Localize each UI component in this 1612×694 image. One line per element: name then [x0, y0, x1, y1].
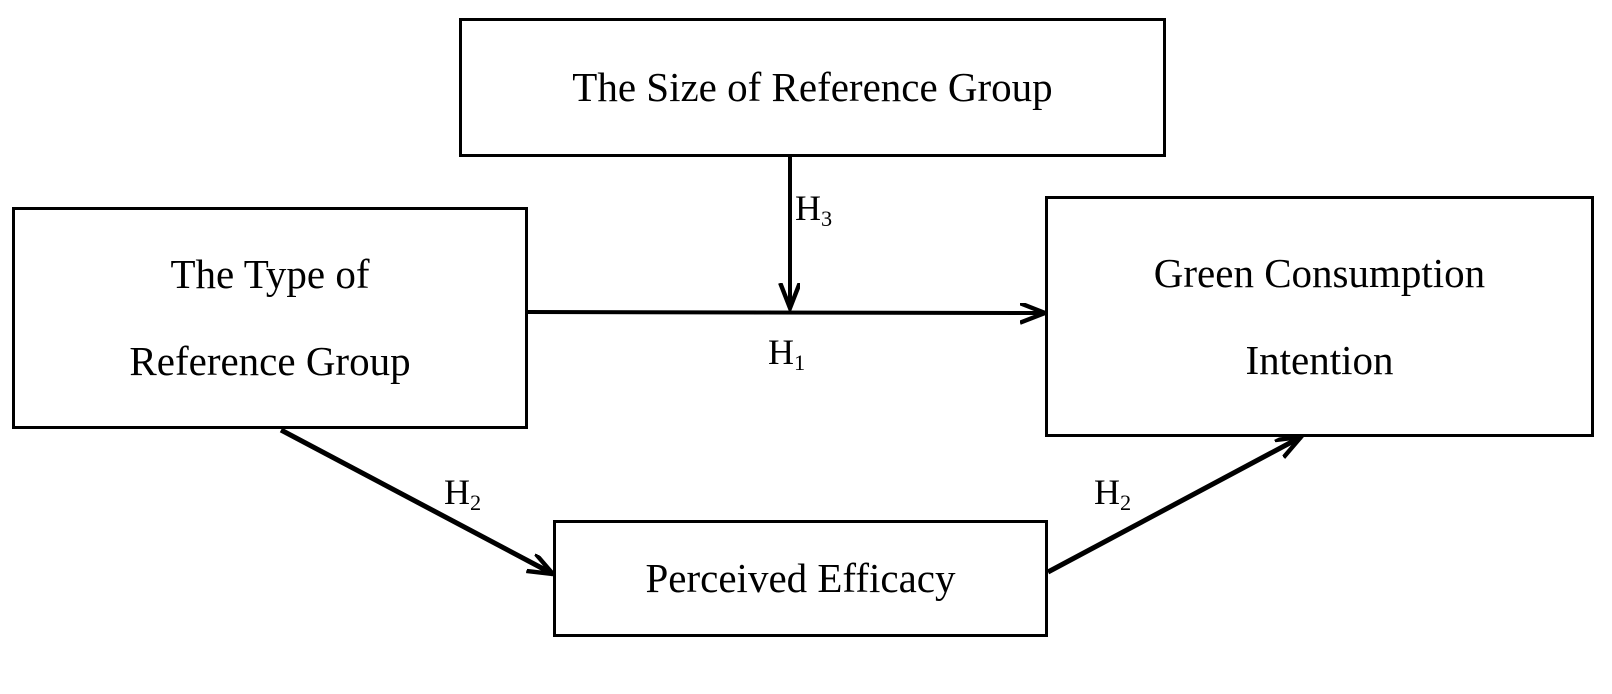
edge-h1-line	[527, 312, 1045, 313]
edge-h2a-line	[279, 427, 553, 574]
edge-label-h3-subscript: 3	[821, 206, 833, 232]
edge-label-h1: H1	[768, 332, 805, 374]
edge-label-h2a-subscript: 2	[470, 490, 482, 516]
node-green-consumption-intention-line-1: Green Consumption	[1153, 249, 1486, 296]
edge-label-h2a: H2	[444, 472, 481, 514]
edge-label-h3: H3	[795, 188, 832, 230]
edge-label-h2b: H2	[1094, 472, 1131, 514]
node-perceived-efficacy: Perceived Efficacy	[553, 520, 1048, 637]
node-type-of-reference-group-line-1: The Type of	[170, 251, 370, 297]
edge-label-h1-text: H	[768, 332, 794, 372]
node-perceived-efficacy-line-1: Perceived Efficacy	[645, 555, 956, 601]
node-green-consumption-intention: Green Consumption Intention	[1045, 196, 1594, 437]
node-size-of-reference-group-line-1: The Size of Reference Group	[572, 64, 1053, 110]
node-size-of-reference-group: The Size of Reference Group	[459, 18, 1166, 157]
node-type-of-reference-group: The Type of Reference Group	[12, 207, 528, 429]
node-type-of-reference-group-line-2: Reference Group	[129, 338, 411, 384]
edge-label-h2b-text: H	[1094, 472, 1120, 512]
node-green-consumption-intention-line-2: Intention	[1245, 336, 1394, 383]
edge-label-h2a-text: H	[444, 472, 470, 512]
edge-h2b-line	[1046, 437, 1301, 575]
edge-label-h3-text: H	[795, 188, 821, 228]
edge-label-h2b-subscript: 2	[1120, 490, 1132, 516]
edge-label-h1-subscript: 1	[794, 350, 806, 376]
